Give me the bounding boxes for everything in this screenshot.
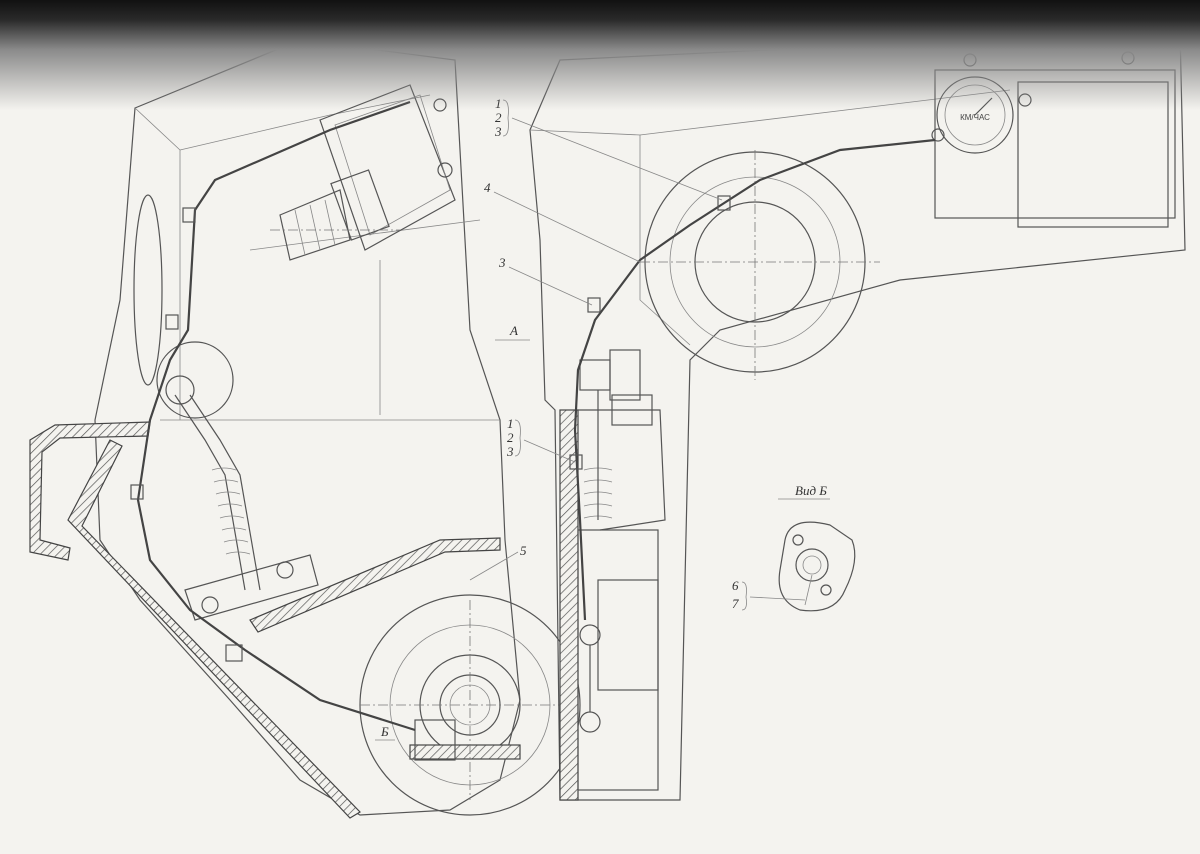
cable-clamp [569,454,583,470]
svg-text:3: 3 [506,444,514,459]
speedometer-cable-left [136,100,416,732]
left-cab-section [29,39,581,819]
view-a-title: Вид А [737,18,778,34]
pedal-lever-spring [165,375,319,621]
cable-clamp [717,195,731,211]
callout-label-3: 3 [498,255,593,306]
svg-text:7: 7 [732,596,739,611]
svg-text:3: 3 [494,124,502,139]
instrument-cluster-left [279,84,456,261]
callout-label-5: 5 [469,543,527,581]
cable-clamp [225,644,243,662]
right-cab-section: КМ/ЧАС [529,29,1186,801]
pedal-assembly-right [579,349,653,733]
speedometer-cable-right [573,138,936,621]
view-b-detail [778,521,856,612]
callout-group-upper: 1 2 3 [494,96,723,201]
section-marker-b: Б [380,724,389,739]
speedometer-face-text: КМ/ЧАС [960,113,990,122]
svg-text:3: 3 [498,255,506,270]
cable-clamp [182,207,196,223]
svg-text:4: 4 [484,180,491,195]
view-b-title: Вид Б [795,483,827,498]
svg-text:2: 2 [495,110,502,125]
svg-text:1: 1 [495,96,502,111]
view-a-heading: Вид А (щиток средний снят) [689,18,828,49]
speedometer-panel: КМ/ЧАС [931,51,1176,228]
view-a-subtitle: (щиток средний снят) [689,35,828,49]
callout-group-view-b: 6 7 [732,578,806,611]
svg-text:2: 2 [507,430,514,445]
section-marker-a: А [509,323,518,338]
svg-text:6: 6 [732,578,739,593]
callout-label-4: 4 [484,180,641,263]
upper-wheel-arch [640,150,880,380]
cable-clamp [130,484,144,500]
svg-text:5: 5 [520,543,527,558]
cable-clamp [587,297,601,313]
svg-text:1: 1 [507,416,514,431]
callout-group-middle: 1 2 3 [506,416,576,463]
cable-clamp [165,314,179,330]
